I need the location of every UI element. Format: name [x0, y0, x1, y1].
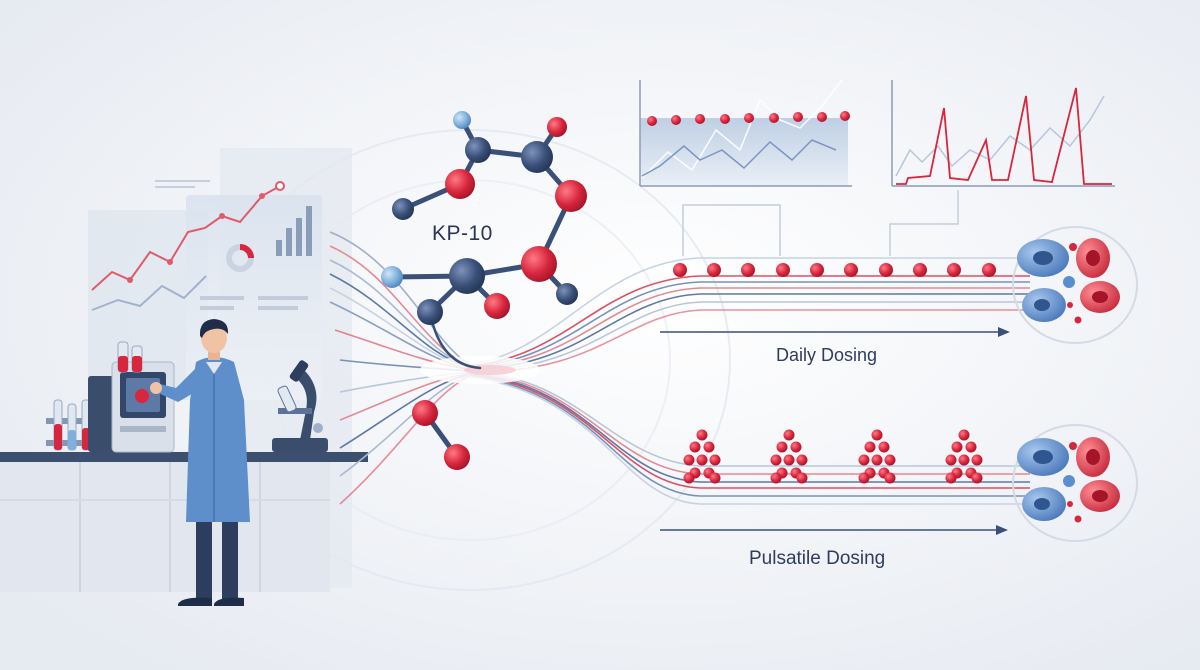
daily-chart-dots [647, 111, 850, 126]
daily-timeline-arrow [660, 327, 1010, 337]
daily-chart-panel [639, 79, 852, 187]
daily-dosing-label: Daily Dosing [776, 345, 878, 365]
daily-dose-dots [673, 263, 996, 277]
lab-bench [0, 452, 368, 592]
pulsatile-dosing-label: Pulsatile Dosing [749, 548, 886, 569]
cell-cluster-icon [1012, 424, 1138, 542]
pulsatile-chart-panel [891, 80, 1115, 187]
molecule-atoms [381, 111, 587, 470]
chart-connectors [682, 190, 959, 256]
flow-lines-pulsatile [469, 371, 1030, 505]
pulsatile-timeline-arrow [660, 525, 1008, 535]
scientist-icon [150, 319, 250, 606]
pulsatile-dose-clusters [683, 429, 983, 484]
molecule-label: KP-10 [432, 222, 493, 245]
microscope-icon [272, 360, 328, 452]
cell-cluster-icon [1012, 226, 1138, 344]
